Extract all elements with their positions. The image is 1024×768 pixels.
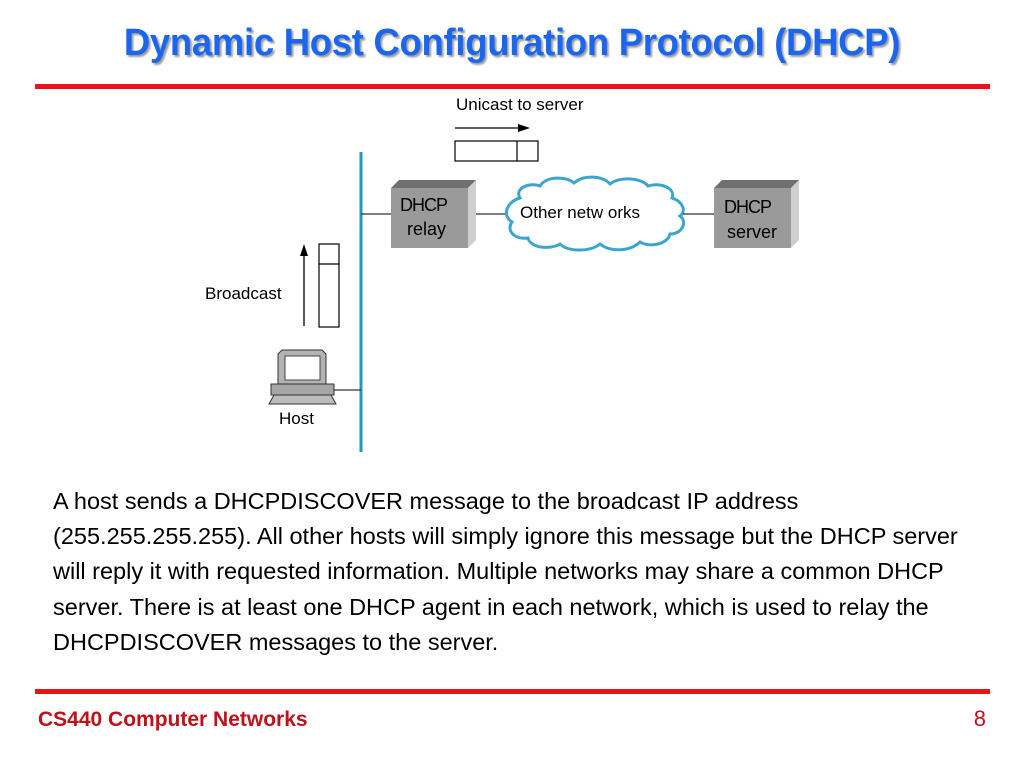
title-divider xyxy=(35,84,990,89)
slide-title: Dynamic Host Configuration Protocol (DHC… xyxy=(123,22,901,64)
diagram-graphics xyxy=(268,124,799,452)
unicast-label: Unicast to server xyxy=(456,95,584,114)
other-networks-cloud-icon xyxy=(504,175,686,252)
relay-label-line1: DHCP xyxy=(400,195,448,215)
footer-page-number: 8 xyxy=(973,706,986,731)
cloud-label: Other netw orks xyxy=(520,203,640,222)
host-label: Host xyxy=(279,409,314,428)
broadcast-label: Broadcast xyxy=(205,284,282,303)
server-label-line1: DHCP xyxy=(724,197,772,217)
footer-course-title: CS440 Computer Networks xyxy=(38,708,308,731)
dhcp-relay-box-icon xyxy=(391,180,476,248)
unicast-arrow-icon xyxy=(455,124,530,132)
dhcp-diagram: Unicast to server Broadcast Host DHCP re… xyxy=(0,88,1024,468)
slide-body-paragraph: A host sends a DHCPDISCOVER message to t… xyxy=(53,488,958,655)
unicast-packet-icon xyxy=(454,140,539,162)
server-label-line2: server xyxy=(727,222,778,242)
broadcast-arrow-icon xyxy=(300,244,308,326)
host-computer-icon xyxy=(268,349,337,405)
broadcast-packet-icon xyxy=(318,243,340,328)
dhcp-server-box-icon xyxy=(714,180,799,248)
footer-divider xyxy=(35,689,990,694)
relay-label-line2: relay xyxy=(407,219,447,239)
